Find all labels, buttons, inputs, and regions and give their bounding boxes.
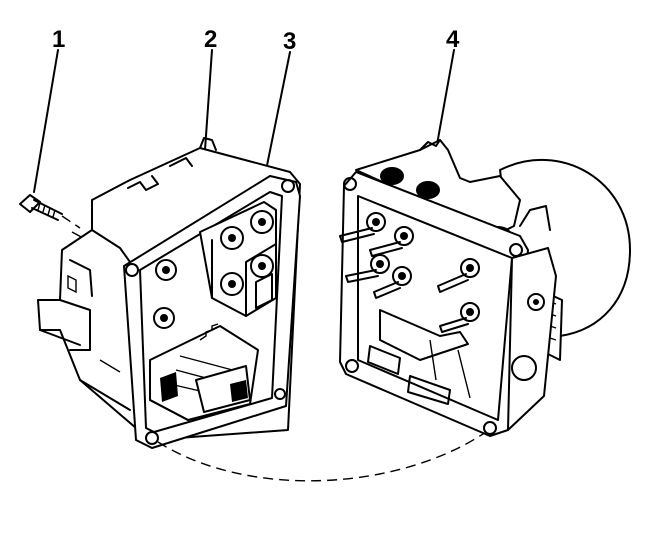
callout-1: 1 xyxy=(52,26,66,53)
leader-4 xyxy=(435,49,455,151)
callout-leaders xyxy=(33,49,455,201)
alignment-arc xyxy=(157,431,487,482)
callout-4: 4 xyxy=(446,26,460,53)
gasket-cover-frame xyxy=(123,175,301,449)
hydraulic-modulator xyxy=(339,139,631,437)
callout-3: 3 xyxy=(283,28,297,55)
valve-studs xyxy=(339,212,480,333)
callout-2: 2 xyxy=(204,26,218,53)
leader-2 xyxy=(204,49,213,151)
leader-1 xyxy=(33,49,59,193)
